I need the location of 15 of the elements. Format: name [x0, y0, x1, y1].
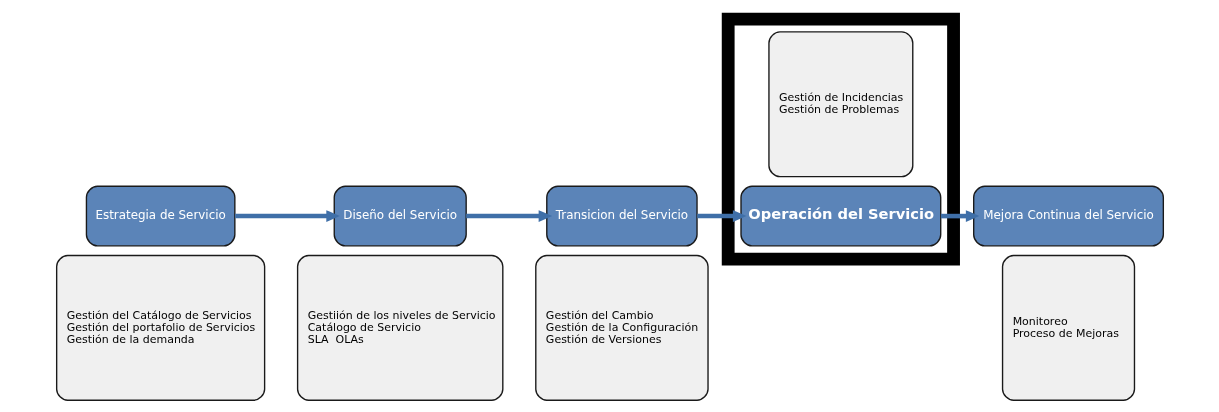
node-box: Transicion del Servicio: [545, 185, 698, 247]
node-box: Gestión de Incidencias Gestión de Problemas: [767, 31, 913, 178]
node-box: Diseño del Servicio: [333, 185, 467, 247]
cluster: [721, 12, 960, 266]
node-box: Gestión del Cambio Gestión de la Configuración Gestión de Versiones: [534, 254, 709, 401]
arrow: [465, 210, 552, 222]
node-box: Mejora Continua del Servicio: [972, 185, 1164, 247]
node-box: Estrategia de Servicio: [85, 185, 236, 247]
node-box: Monitoreo Proceso de Mejoras: [1001, 254, 1135, 401]
arrow: [234, 210, 340, 222]
node-box: Gestiión de los niveles de Servicio Catálogo de Servicio SLA OLAs: [296, 254, 503, 401]
node-box: Gestión del Catálogo de Servicios Gestión del portafolio de Servicios Gestión de la demanda: [55, 254, 265, 401]
arrow: [696, 210, 746, 222]
arrow: [940, 210, 979, 222]
node-box: Operación del Servicio: [739, 185, 941, 247]
